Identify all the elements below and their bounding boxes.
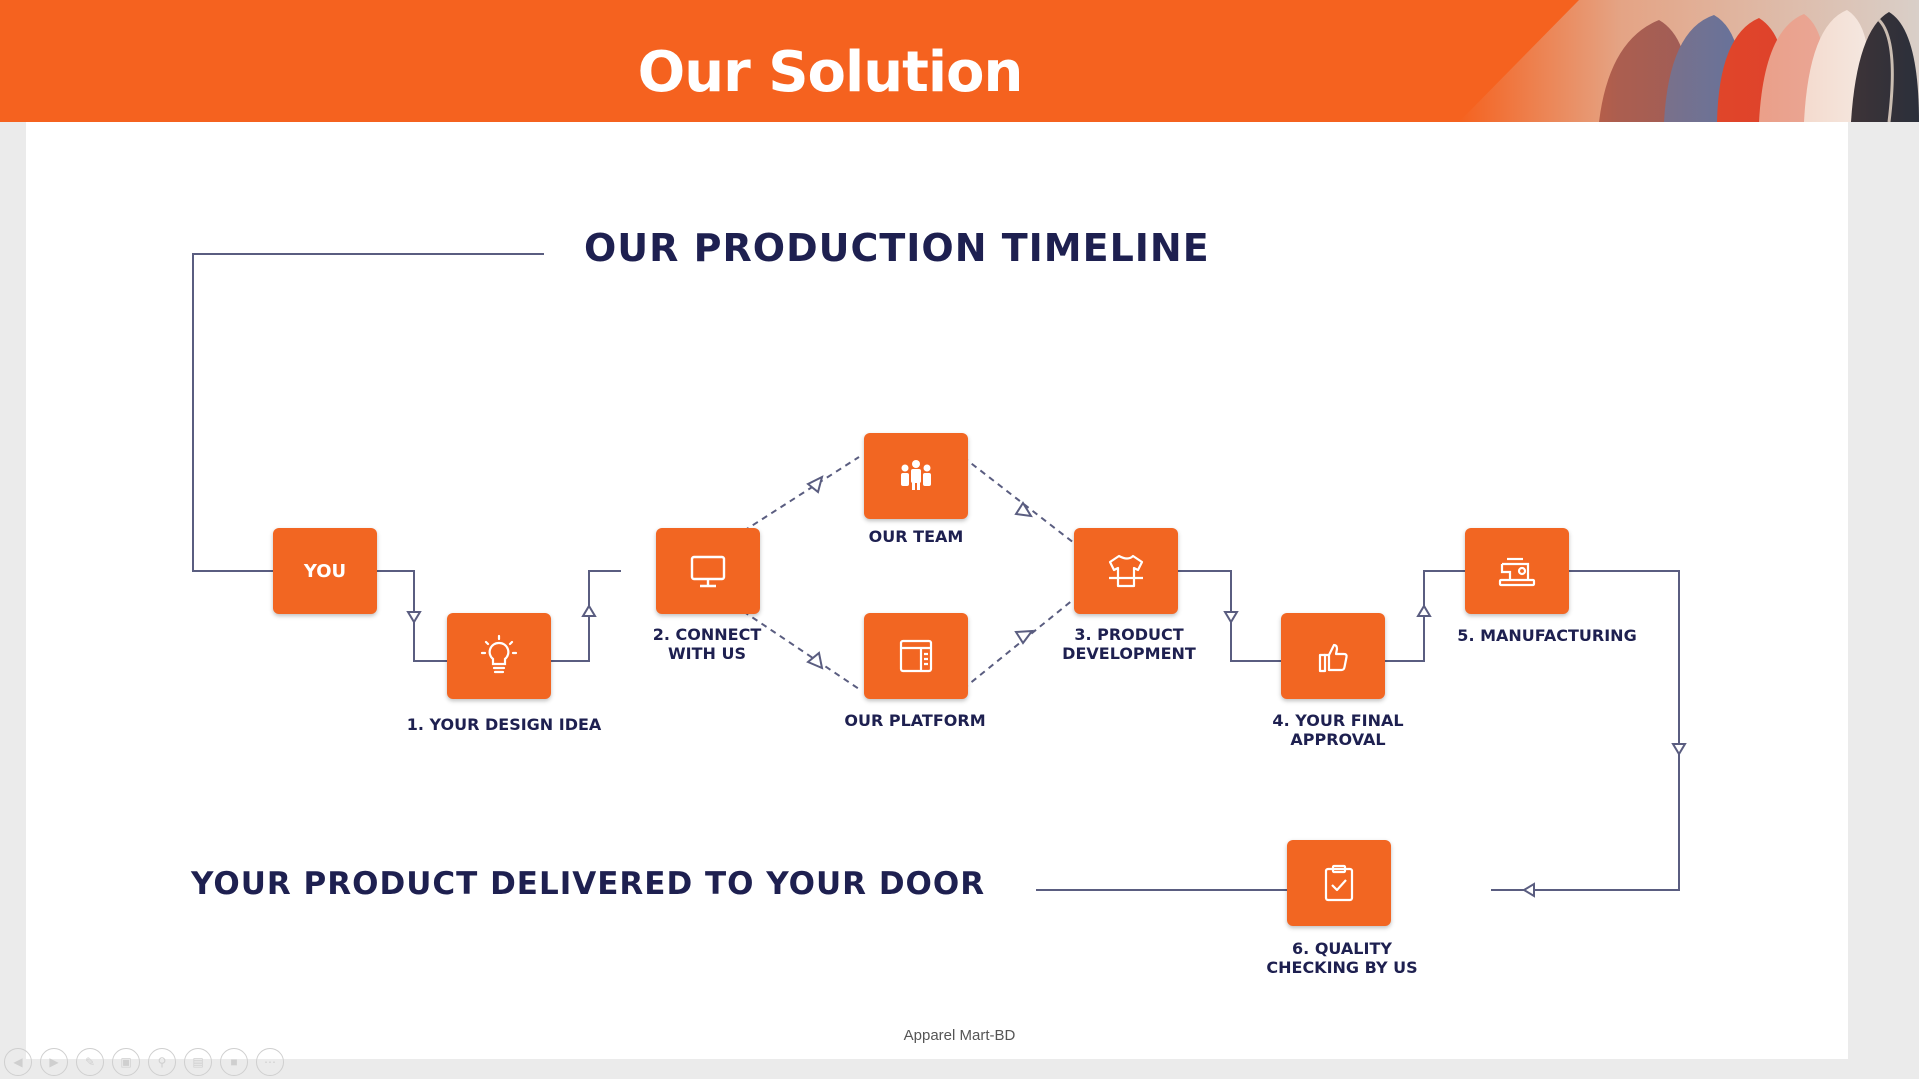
team-label: OUR TEAM bbox=[868, 527, 964, 546]
manufacturing-label: 5. MANUFACTURING bbox=[1457, 626, 1637, 645]
quality-node bbox=[1287, 840, 1391, 926]
slide-title: Our Solution bbox=[637, 40, 1024, 105]
title-banner: Our Solution bbox=[0, 0, 1919, 122]
more-icon[interactable]: ⋯ bbox=[256, 1048, 284, 1076]
platform-window-icon bbox=[899, 639, 933, 673]
development-node bbox=[1074, 528, 1178, 614]
connect-label: 2. CONNECT WITH US bbox=[652, 625, 762, 663]
timeline-connectors bbox=[192, 253, 1687, 898]
slide-footer: Apparel Mart-BD bbox=[903, 1027, 1016, 1044]
manufacturing-node bbox=[1465, 528, 1569, 614]
previous-slide-icon[interactable]: ◀ bbox=[4, 1048, 32, 1076]
clothing-rack-photo bbox=[1459, 0, 1919, 122]
next-slide-icon[interactable]: ▶ bbox=[40, 1048, 68, 1076]
tshirt-icon bbox=[1108, 554, 1144, 588]
team-node bbox=[864, 433, 968, 519]
clipboard-check-icon bbox=[1324, 864, 1354, 902]
you-node: YOU bbox=[273, 528, 377, 614]
platform-node bbox=[864, 613, 968, 699]
quality-label: 6. QUALITY CHECKING BY US bbox=[1266, 939, 1418, 977]
subtitles-icon[interactable]: ▤ bbox=[184, 1048, 212, 1076]
connect-node bbox=[656, 528, 760, 614]
zoom-icon[interactable]: ⚲ bbox=[148, 1048, 176, 1076]
team-icon bbox=[901, 460, 931, 490]
monitor-icon bbox=[690, 555, 726, 588]
development-label: 3. PRODUCT DEVELOPMENT bbox=[1062, 625, 1196, 663]
approval-node bbox=[1281, 613, 1385, 699]
timeline-heading: OUR PRODUCTION TIMELINE bbox=[584, 226, 1210, 270]
camera-icon[interactable]: ■ bbox=[220, 1048, 248, 1076]
you-node-label: YOU bbox=[303, 560, 347, 582]
thumbs-up-icon bbox=[1318, 643, 1348, 673]
slide-canvas: OUR PRODUCTION TIMELINE YOUR PRODUCT DEL… bbox=[26, 122, 1848, 1059]
pen-icon[interactable]: ✎ bbox=[76, 1048, 104, 1076]
approval-label: 4. YOUR FINAL APPROVAL bbox=[1272, 711, 1404, 749]
platform-label: OUR PLATFORM bbox=[844, 711, 986, 730]
lightbulb-icon bbox=[480, 634, 518, 674]
final-heading: YOUR PRODUCT DELIVERED TO YOUR DOOR bbox=[191, 866, 986, 902]
slides-icon[interactable]: ▣ bbox=[112, 1048, 140, 1076]
design-idea-label: 1. YOUR DESIGN IDEA bbox=[406, 715, 602, 734]
sewing-machine-icon bbox=[1498, 557, 1536, 587]
design-idea-node bbox=[447, 613, 551, 699]
presentation-controls: ◀ ▶ ✎ ▣ ⚲ ▤ ■ ⋯ bbox=[4, 1048, 284, 1076]
